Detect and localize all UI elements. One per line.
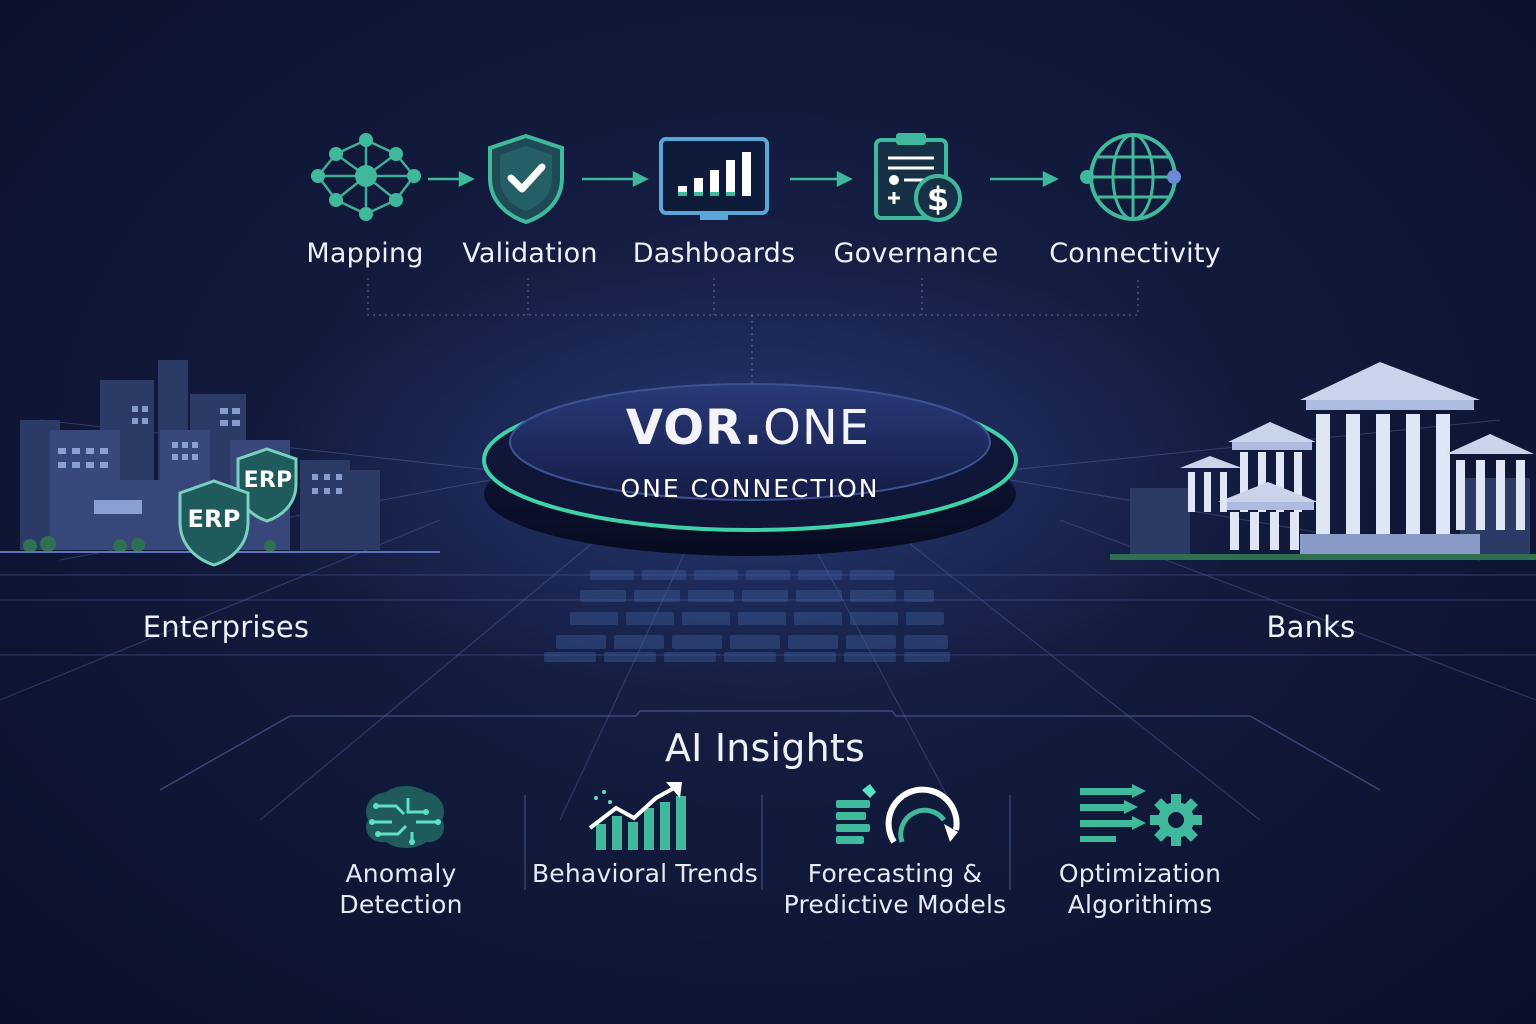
brand-wordmark-light: ONE bbox=[763, 400, 871, 456]
globe-icon bbox=[1080, 133, 1181, 221]
brain-circuit-icon bbox=[366, 786, 445, 848]
brand-wordmark-bold: VOR. bbox=[625, 400, 764, 456]
trend-chart-icon bbox=[588, 782, 686, 850]
forecast-gauge-icon bbox=[836, 784, 960, 844]
hub-tagline: ONE CONNECTION bbox=[620, 474, 880, 503]
shield-check-icon bbox=[488, 133, 564, 225]
ai-insights-title: AI Insights bbox=[664, 726, 866, 770]
ai-item-forecasting: Forecasting & Predictive Models bbox=[783, 859, 1007, 919]
monitor-bar-chart-icon bbox=[659, 137, 769, 220]
ai-item-behavioral-trends: Behavioral Trends bbox=[531, 859, 759, 888]
network-nodes-icon bbox=[311, 133, 421, 221]
arrows-gear-icon bbox=[1080, 784, 1202, 846]
ai-item-optimization: Optimization Algorithims bbox=[1058, 859, 1222, 919]
step-label-governance: Governance bbox=[833, 238, 999, 269]
svg-text:$: $ bbox=[927, 180, 949, 218]
enterprise-buildings-icon bbox=[0, 360, 440, 553]
step-label-mapping: Mapping bbox=[306, 238, 424, 269]
erp-shield-badge-front bbox=[178, 479, 250, 567]
erp-badge-label-front: ERP bbox=[187, 505, 241, 533]
step-label-dashboards: Dashboards bbox=[632, 238, 796, 269]
brand-wordmark: VOR.ONE bbox=[626, 400, 870, 456]
step-label-validation: Validation bbox=[462, 238, 598, 269]
banks-label: Banks bbox=[1266, 610, 1356, 644]
vor-one-hub-disc bbox=[482, 383, 1018, 556]
enterprises-label: Enterprises bbox=[142, 610, 310, 644]
bank-buildings-icon bbox=[1110, 362, 1536, 560]
ai-item-anomaly-detection: Anomaly Detection bbox=[339, 859, 463, 919]
erp-badge-label-back: ERP bbox=[243, 468, 293, 493]
step-label-connectivity: Connectivity bbox=[1049, 238, 1221, 269]
clipboard-dollar-icon: $ bbox=[874, 133, 962, 222]
